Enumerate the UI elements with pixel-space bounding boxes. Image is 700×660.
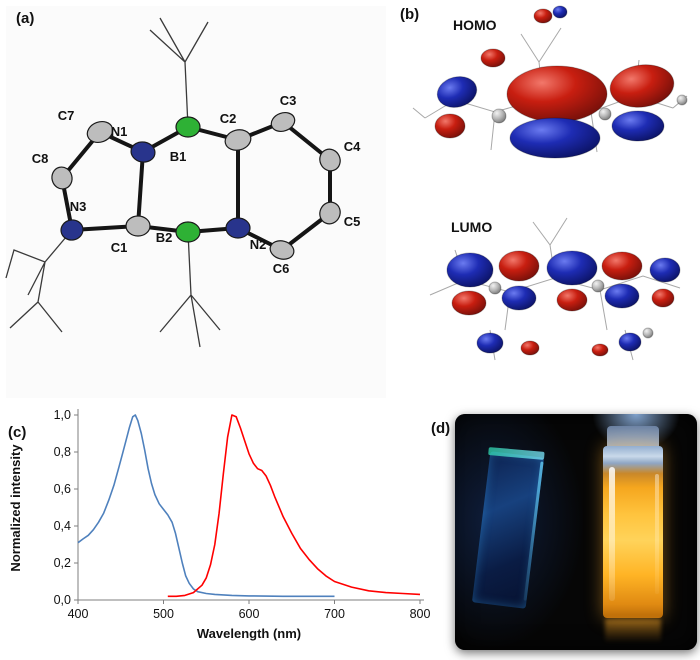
atom-label-N3: N3 <box>70 199 87 214</box>
y-tick-label: 0,0 <box>54 593 71 607</box>
atom-B1 <box>175 116 201 138</box>
homo-lobe-red <box>533 8 553 24</box>
x-tick-label: 400 <box>68 607 89 621</box>
atom-label-C6: C6 <box>273 261 290 276</box>
series-emission <box>167 414 421 598</box>
panel-b-label: (b) <box>400 6 420 23</box>
lumo-atom-sphere <box>642 327 654 339</box>
lumo-lobe-red <box>498 250 540 282</box>
atom-C4 <box>319 148 341 172</box>
homo-atom-sphere <box>598 107 612 121</box>
homo-lobe-blue <box>611 110 665 142</box>
atom-C7 <box>86 121 114 143</box>
lumo-atom-sphere <box>591 279 605 293</box>
atom-C8 <box>51 166 73 190</box>
lumo-lobe-red <box>556 288 588 312</box>
x-tick-label: 700 <box>324 607 345 621</box>
lumo-lobe-blue <box>649 257 681 283</box>
atom-label-C1: C1 <box>111 240 128 255</box>
atom-label-B1: B1 <box>170 149 187 164</box>
spectra-chart: 400 500 600 700 800 0,0 0,2 0,4 0,6 0,8 1,0 Wavele… <box>8 408 431 641</box>
y-tick-label: 1,0 <box>54 408 71 422</box>
ortep-background <box>6 6 386 398</box>
cuvette-reflection <box>605 619 661 643</box>
homo-lobe-blue <box>436 76 478 108</box>
y-tick-label: 0,2 <box>54 556 71 570</box>
atom-C2 <box>224 129 252 151</box>
atom-C5 <box>319 201 341 225</box>
atom-C3 <box>270 111 296 133</box>
y-tick-label: 0,8 <box>54 445 71 459</box>
axes-layer: 400 500 600 700 800 0,0 0,2 0,4 0,6 0,8 1,0 <box>54 408 431 621</box>
x-axis-title: Wavelength (nm) <box>197 626 301 641</box>
atom-label-C4: C4 <box>344 139 361 154</box>
lumo-lobe-blue <box>501 285 537 311</box>
lumo-skeleton <box>429 217 681 361</box>
lumo-lobes <box>446 250 681 357</box>
lumo-lobe-blue <box>618 332 642 352</box>
lumo-label: LUMO <box>451 219 492 235</box>
panel-a-label: (a) <box>16 10 35 27</box>
homo-lobe-red <box>434 113 466 139</box>
atom-label-C8: C8 <box>32 151 49 166</box>
atom-B2 <box>175 221 201 243</box>
atom-label-N1: N1 <box>111 124 128 139</box>
lumo-lobe-red <box>651 288 675 308</box>
lumo-lobe-blue <box>546 250 598 286</box>
homo-atom-sphere <box>676 94 688 106</box>
atom-N1 <box>130 141 156 163</box>
series-absorption <box>77 414 335 598</box>
orbitals-panel: HOMO LUMO <box>412 5 688 361</box>
lumo-lobe-red <box>601 251 643 281</box>
atom-label-C7: C7 <box>58 108 75 123</box>
atom-label-N2: N2 <box>250 237 267 252</box>
homo-lobes <box>434 5 688 159</box>
atom-labels-group: C7 C8 N1 B1 C2 C3 C4 C5 C6 N2 B2 C1 N3 <box>32 93 361 276</box>
y-tick-label: 0,6 <box>54 482 71 496</box>
homo-lobe-blue <box>552 5 568 19</box>
atom-label-C5: C5 <box>344 214 361 229</box>
atom-C6 <box>269 240 295 260</box>
lumo-lobe-red <box>451 290 487 316</box>
lumo-lobe-red <box>520 340 540 356</box>
homo-atom-sphere <box>491 108 507 124</box>
homo-lobe-red <box>609 64 675 108</box>
atom-label-C3: C3 <box>280 93 297 108</box>
series-layer <box>77 414 421 598</box>
panel-d-label: (d) <box>431 420 451 437</box>
homo-label: HOMO <box>453 17 497 33</box>
atom-label-B2: B2 <box>156 230 173 245</box>
x-tick-label: 500 <box>153 607 174 621</box>
crystal-structure-panel: C7 C8 N1 B1 C2 C3 C4 C5 C6 N2 B2 C1 N3 <box>5 6 386 398</box>
panel-c-label: (c) <box>8 424 27 441</box>
homo-lobe-red <box>480 48 506 68</box>
y-tick-label: 0,4 <box>54 519 71 533</box>
homo-lobe-red <box>506 65 608 123</box>
atom-label-C2: C2 <box>220 111 237 126</box>
x-tick-label: 600 <box>239 607 260 621</box>
atom-N2 <box>225 217 251 239</box>
homo-lobe-blue <box>509 117 601 159</box>
lumo-lobe-blue <box>604 283 640 309</box>
orange-emitting-cuvette <box>603 446 663 618</box>
lumo-atom-sphere <box>488 281 502 295</box>
x-tick-label: 800 <box>410 607 431 621</box>
lumo-lobe-blue <box>476 332 504 354</box>
lumo-lobe-blue <box>446 252 494 288</box>
atom-C1 <box>125 215 151 237</box>
fluorescence-photo <box>455 414 697 650</box>
lumo-lobe-red <box>591 343 609 357</box>
y-axis-title: Normalized intensity <box>8 444 23 572</box>
atoms-group <box>51 111 341 260</box>
atom-N3 <box>60 219 84 241</box>
substituent-wireframes <box>5 17 221 348</box>
